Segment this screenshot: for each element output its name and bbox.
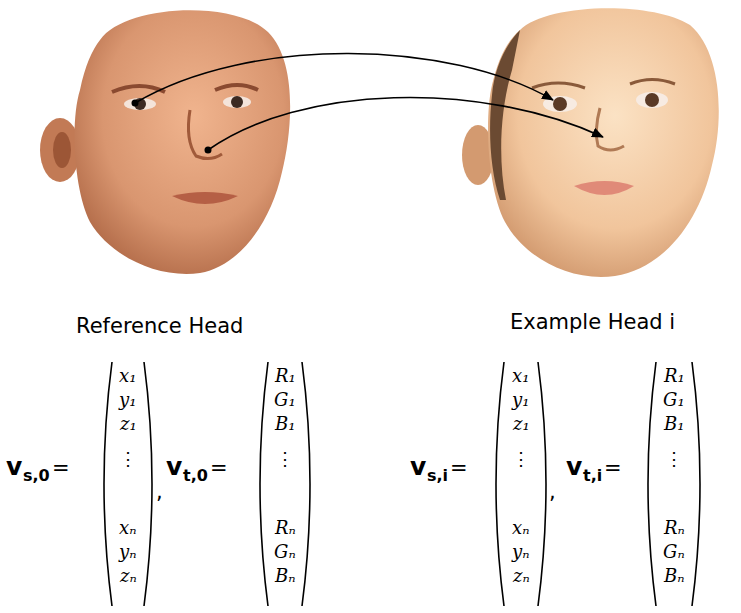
vector-subscript: s,i — [427, 468, 448, 484]
reference-head — [40, 10, 290, 274]
matrix-brackets — [104, 362, 700, 606]
vector-entry: y₁ — [512, 391, 529, 409]
head-caption: Example Head i — [510, 312, 675, 333]
vector-symbol: v — [410, 454, 426, 479]
vector-entry: yₙ — [512, 543, 529, 561]
vector-entry: ⋮ — [276, 450, 294, 468]
vector-symbol: v — [566, 454, 582, 479]
vector-entry: yₙ — [119, 543, 136, 561]
vector-entry: Gₙ — [663, 543, 685, 561]
comma: , — [156, 482, 163, 503]
vector-entry: x₁ — [119, 367, 136, 385]
vector-entry: ⋮ — [512, 450, 530, 468]
correspondence-arrows — [132, 53, 604, 153]
vector-entry: z₁ — [513, 415, 530, 433]
equals-sign: = — [210, 458, 228, 479]
vector-entry: zₙ — [513, 567, 530, 585]
vector-subscript: s,0 — [23, 468, 50, 484]
vector-entry: xₙ — [119, 519, 136, 537]
vector-entry: ⋮ — [665, 450, 683, 468]
head-caption: Reference Head — [76, 316, 243, 337]
vector-entry: B₁ — [275, 415, 295, 433]
comma: , — [549, 482, 556, 503]
equals-sign: = — [604, 458, 622, 479]
vector-entry: Bₙ — [664, 567, 685, 585]
vector-subscript: t,0 — [183, 468, 208, 484]
vector-entry: G₁ — [274, 391, 296, 409]
vector-entry: Rₙ — [275, 519, 296, 537]
vector-symbol: v — [6, 454, 22, 479]
vector-entry: ⋮ — [119, 450, 137, 468]
vector-entry: G₁ — [663, 391, 685, 409]
vector-entry: Gₙ — [274, 543, 296, 561]
vector-entry: z₁ — [120, 415, 137, 433]
vector-entry: zₙ — [120, 567, 137, 585]
vector-entry: R₁ — [664, 367, 685, 385]
vector-subscript: t,i — [583, 468, 602, 484]
vector-entry: Rₙ — [664, 519, 685, 537]
vector-entry: y₁ — [119, 391, 136, 409]
vector-symbol: v — [166, 454, 182, 479]
vector-entry: x₁ — [512, 367, 529, 385]
vector-entry: B₁ — [664, 415, 684, 433]
vector-entry: Bₙ — [275, 567, 296, 585]
equals-sign: = — [52, 458, 70, 479]
equals-sign: = — [450, 458, 468, 479]
example-head — [462, 8, 719, 277]
vector-entry: xₙ — [512, 519, 529, 537]
vector-entry: R₁ — [275, 367, 296, 385]
